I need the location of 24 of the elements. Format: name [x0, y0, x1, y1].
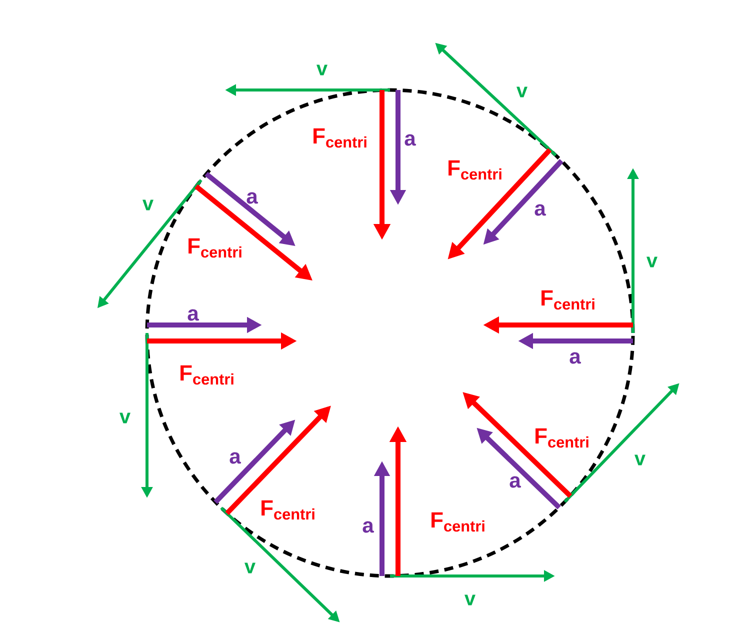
- vector-label: a: [246, 192, 258, 204]
- vector-label: v: [142, 200, 154, 210]
- vector-label: v: [244, 562, 256, 574]
- vector-label: a: [230, 452, 241, 464]
- vector-label: v: [516, 86, 528, 98]
- vector-label: a: [510, 476, 521, 488]
- vector-label: v: [634, 454, 646, 466]
- vector-label: v: [120, 412, 130, 424]
- vector-label: F$_{centri}$: [262, 500, 314, 520]
- vector-label: F$_{centri}$: [448, 160, 502, 180]
- vector-label: v: [646, 256, 658, 268]
- vector-label: v: [464, 594, 476, 606]
- vector-label: a: [188, 309, 199, 321]
- vector-label: F$_{centri}$: [432, 512, 484, 532]
- vector-label: a: [404, 134, 416, 146]
- vector-label: F$_{centri}$: [180, 365, 234, 385]
- vector-label: F$_{centri}$: [188, 238, 242, 258]
- vector-label: F$_{centri}$: [314, 128, 366, 148]
- vector-label: v: [316, 64, 328, 76]
- vector-label: a: [362, 521, 374, 533]
- vector-label: a: [570, 352, 581, 364]
- vector-label: F$_{centri}$: [536, 428, 588, 448]
- vector-label: a: [534, 204, 546, 216]
- vector-label: F$_{centri}$: [542, 290, 594, 310]
